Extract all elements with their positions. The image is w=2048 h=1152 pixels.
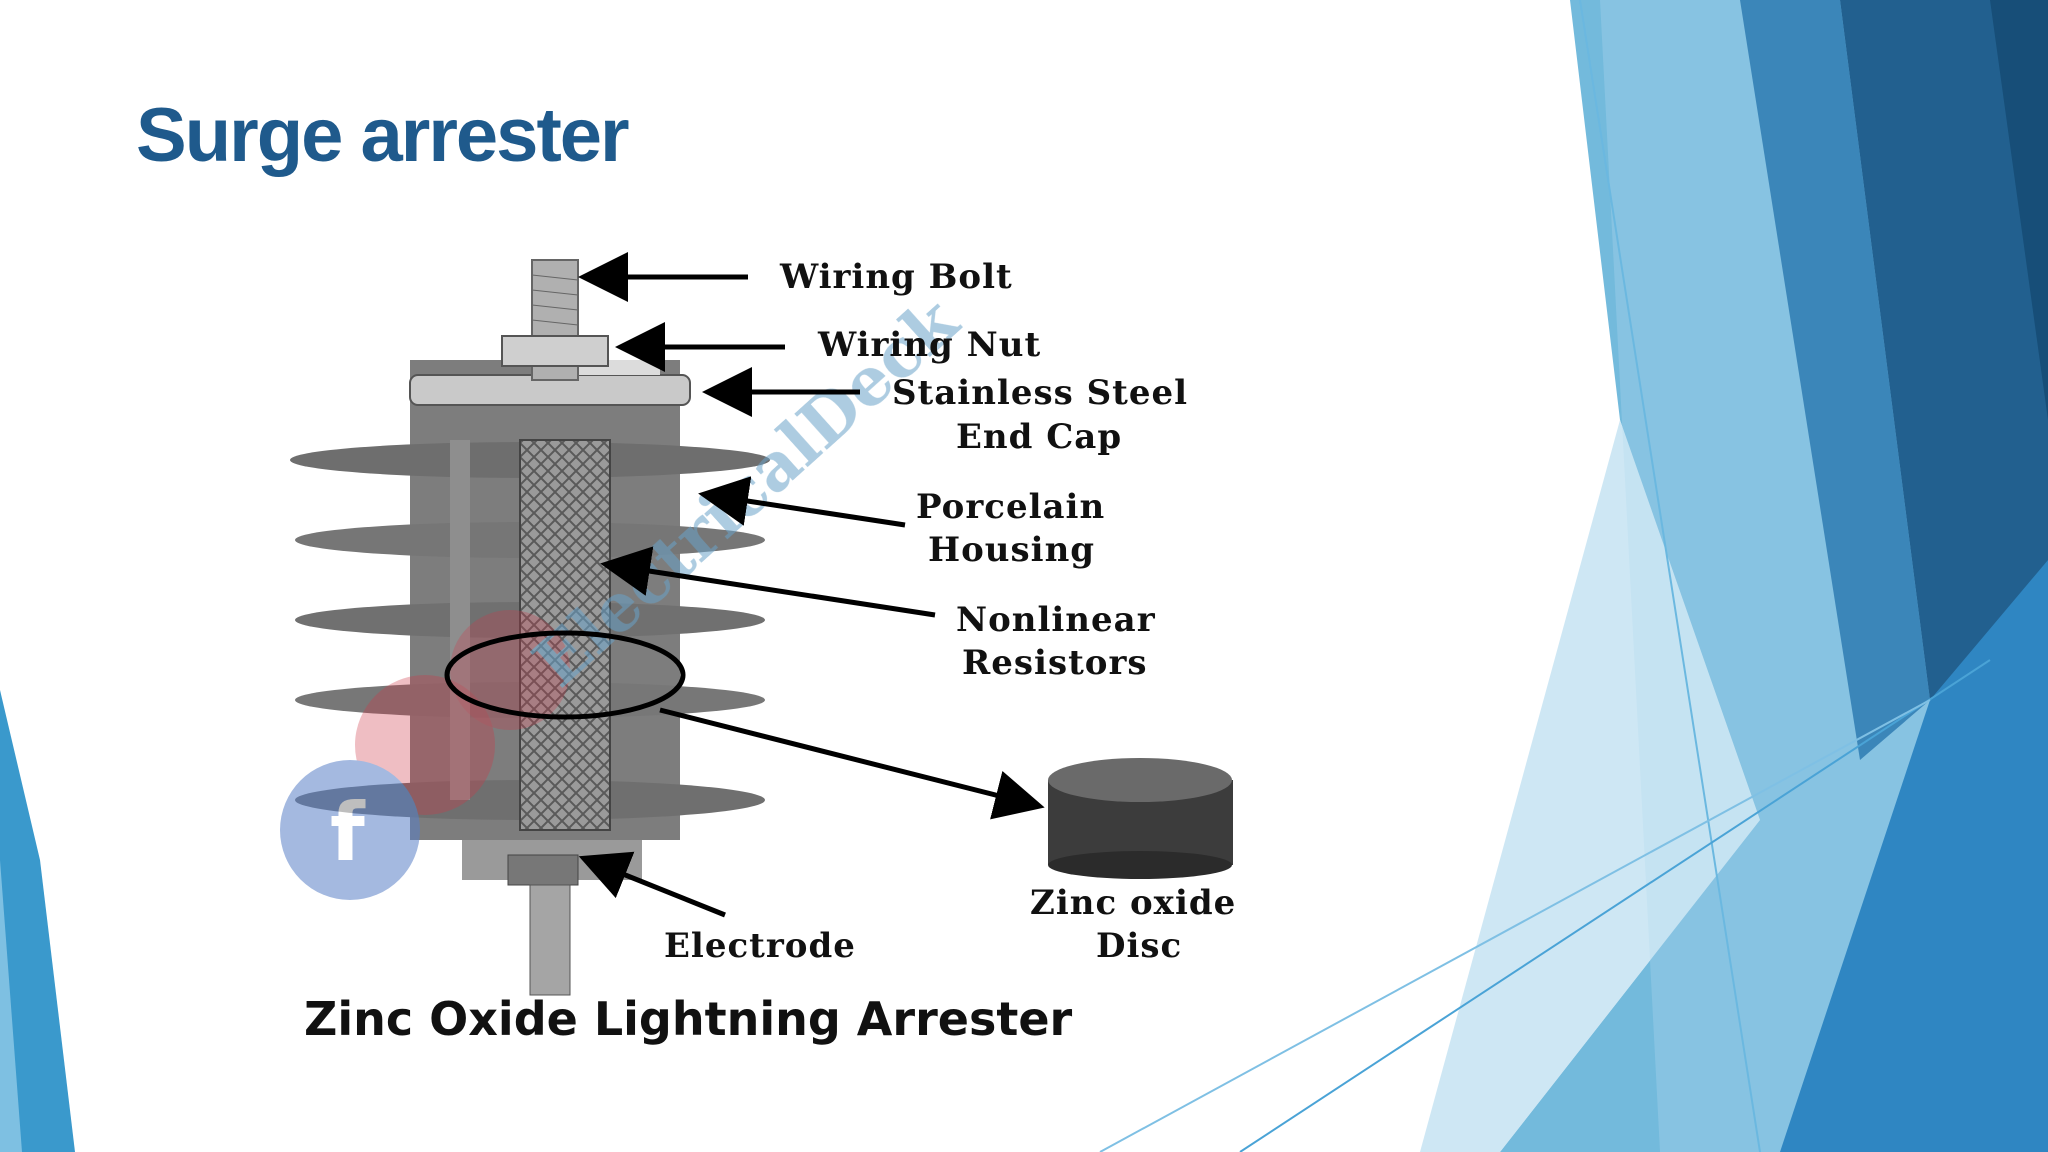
highlight-circle bbox=[444, 630, 686, 720]
left-geometric-decoration bbox=[0, 690, 75, 1152]
arrow-zinc-oxide-disc bbox=[659, 707, 1045, 820]
diagram-caption: Zinc Oxide Lightning Arrester bbox=[304, 992, 1073, 1046]
svg-text:f: f bbox=[330, 786, 366, 879]
arrow-porcelain-housing bbox=[698, 476, 906, 528]
arrow-nonlinear-resistors bbox=[600, 546, 936, 618]
page-title: Surge arrester bbox=[136, 93, 630, 178]
label-wiring-bolt: Wiring Bolt bbox=[779, 257, 1013, 297]
label-end-cap-line1: Stainless Steel bbox=[892, 373, 1188, 413]
label-zinc-oxide-disc-line2: Disc bbox=[1096, 926, 1182, 966]
label-nonlinear-resistors-line1: Nonlinear bbox=[956, 600, 1156, 640]
callout-arrows bbox=[578, 252, 1045, 918]
label-end-cap-line2: End Cap bbox=[956, 417, 1122, 457]
label-zinc-oxide-disc-line1: Zinc oxide bbox=[1030, 883, 1236, 923]
label-wiring-nut: Wiring Nut bbox=[817, 325, 1041, 365]
zinc-oxide-disc bbox=[1048, 758, 1233, 879]
arrester-diagram: f ElectricalDeck Wiring Bolt Wiring Nut … bbox=[280, 252, 1236, 1046]
label-nonlinear-resistors-line2: Resistors bbox=[962, 643, 1148, 683]
label-porcelain-housing-line2: Housing bbox=[928, 530, 1095, 570]
electrode bbox=[462, 840, 642, 996]
arrow-electrode bbox=[578, 851, 726, 918]
wiring-nut bbox=[501, 335, 609, 367]
right-geometric-decoration bbox=[1099, 0, 2048, 1152]
label-porcelain-housing-line1: Porcelain bbox=[916, 487, 1105, 527]
label-electrode: Electrode bbox=[664, 926, 856, 966]
